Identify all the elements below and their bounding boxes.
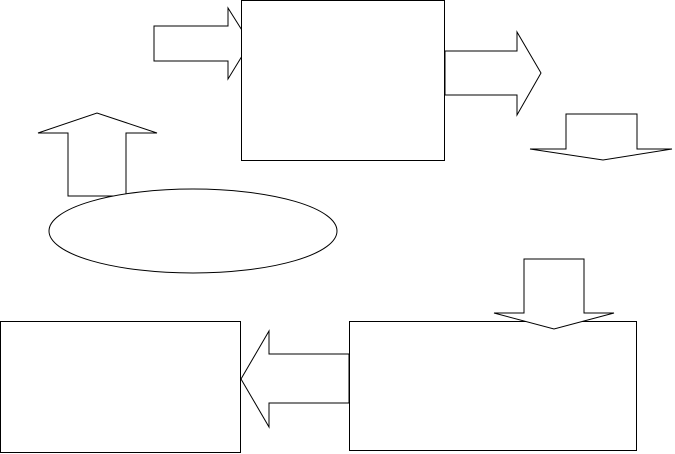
- ellipse-node: [48, 188, 338, 274]
- arrow-down-right: [529, 113, 673, 161]
- arrow-down-into-bottom-right-box: [493, 258, 615, 330]
- bottom-left-box: [0, 321, 241, 453]
- bottom-right-box: [349, 321, 637, 451]
- top-box: [241, 0, 445, 161]
- arrow-right-out-of-top-box: [444, 30, 542, 117]
- arrow-up-left: [37, 112, 158, 197]
- arrow-left-between-bottom-boxes: [240, 329, 350, 429]
- arrow-right-into-top-box: [153, 6, 251, 81]
